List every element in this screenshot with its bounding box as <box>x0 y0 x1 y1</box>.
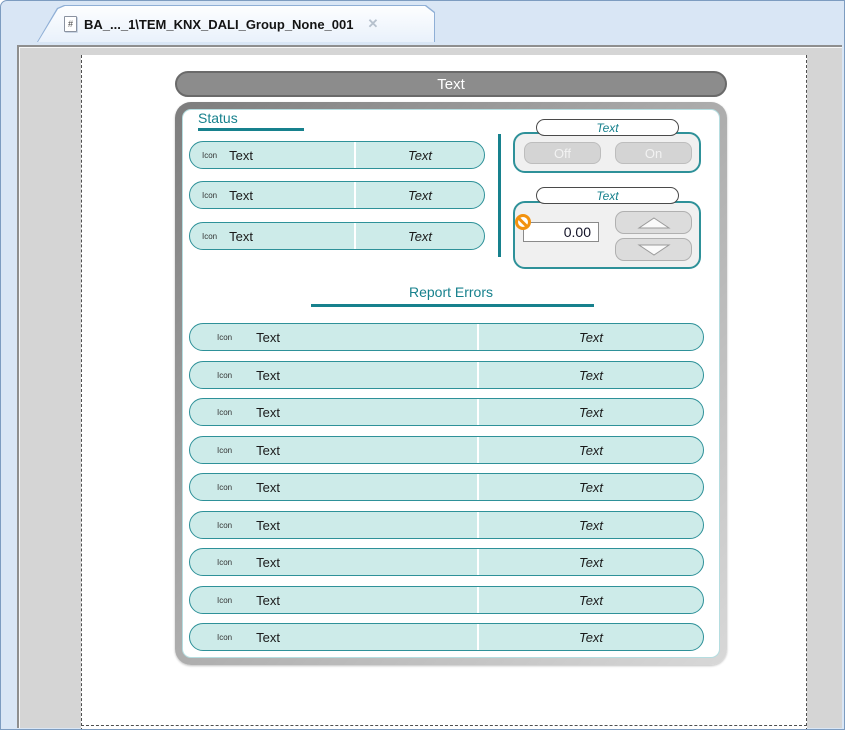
status-row-left: Icon Text <box>190 142 356 168</box>
report-row[interactable]: Icon Text Text <box>189 361 704 389</box>
status-row-icon-placeholder: Icon <box>202 191 217 200</box>
status-section-title: Status <box>198 110 238 126</box>
section-divider <box>498 134 501 257</box>
tab-title: BA_..._1\TEM_KNX_DALI_Group_None_001 <box>84 17 353 32</box>
value-group-title: Text <box>536 187 679 204</box>
template-header[interactable]: Text <box>175 71 727 97</box>
status-row-label: Text <box>229 229 253 244</box>
report-errors-underline <box>311 304 594 307</box>
no-entry-icon <box>515 214 531 230</box>
report-row-label: Text <box>256 593 280 608</box>
report-row-left: Icon Text <box>190 512 479 538</box>
report-row[interactable]: Icon Text Text <box>189 323 704 351</box>
report-row-left: Icon Text <box>190 399 479 425</box>
report-row-icon-placeholder: Icon <box>217 371 232 380</box>
report-row-left: Icon Text <box>190 362 479 388</box>
close-icon[interactable]: ✕ <box>367 16 378 32</box>
document-tab[interactable]: # BA_..._1\TEM_KNX_DALI_Group_None_001 ✕ <box>37 5 435 42</box>
report-row-left: Icon Text <box>190 624 479 650</box>
report-row-icon-placeholder: Icon <box>217 596 232 605</box>
status-row-value: Text <box>356 223 484 249</box>
report-row-value: Text <box>479 549 703 575</box>
report-row-left: Icon Text <box>190 437 479 463</box>
increment-button[interactable] <box>615 211 692 234</box>
report-row-left: Icon Text <box>190 474 479 500</box>
status-row-value: Text <box>356 182 484 208</box>
tab-strip: # BA_..._1\TEM_KNX_DALI_Group_None_001 ✕ <box>1 1 844 46</box>
switch-group-title: Text <box>536 119 679 136</box>
document-icon: # <box>64 16 77 32</box>
status-row[interactable]: Icon Text Text <box>189 181 485 209</box>
status-row[interactable]: Icon Text Text <box>189 141 485 169</box>
report-row-label: Text <box>256 518 280 533</box>
status-row-label: Text <box>229 188 253 203</box>
report-row-left: Icon Text <box>190 324 479 350</box>
report-row-value: Text <box>479 474 703 500</box>
report-row-label: Text <box>256 630 280 645</box>
status-row-value: Text <box>356 142 484 168</box>
report-row-value: Text <box>479 624 703 650</box>
report-row-icon-placeholder: Icon <box>217 483 232 492</box>
report-row-label: Text <box>256 330 280 345</box>
status-row-icon-placeholder: Icon <box>202 232 217 241</box>
report-row[interactable]: Icon Text Text <box>189 473 704 501</box>
report-row-icon-placeholder: Icon <box>217 446 232 455</box>
triangle-up-icon <box>636 217 672 229</box>
report-errors-title: Report Errors <box>175 284 727 300</box>
report-row-left: Icon Text <box>190 587 479 613</box>
document-tab-surface: # BA_..._1\TEM_KNX_DALI_Group_None_001 ✕ <box>38 6 434 42</box>
report-row-label: Text <box>256 368 280 383</box>
status-underline <box>198 128 304 131</box>
report-row-label: Text <box>256 405 280 420</box>
status-row-left: Icon Text <box>190 223 356 249</box>
report-row[interactable]: Icon Text Text <box>189 586 704 614</box>
status-row-icon-placeholder: Icon <box>202 151 217 160</box>
value-input[interactable] <box>523 222 599 242</box>
status-row-label: Text <box>229 148 253 163</box>
report-row-value: Text <box>479 362 703 388</box>
report-row-icon-placeholder: Icon <box>217 558 232 567</box>
on-button[interactable]: On <box>615 142 692 164</box>
off-button[interactable]: Off <box>524 142 601 164</box>
report-row[interactable]: Icon Text Text <box>189 436 704 464</box>
report-row-label: Text <box>256 555 280 570</box>
report-row-icon-placeholder: Icon <box>217 333 232 342</box>
report-row-value: Text <box>479 399 703 425</box>
status-row[interactable]: Icon Text Text <box>189 222 485 250</box>
report-row-value: Text <box>479 437 703 463</box>
report-row-left: Icon Text <box>190 549 479 575</box>
report-row-value: Text <box>479 324 703 350</box>
report-row-label: Text <box>256 480 280 495</box>
status-row-left: Icon Text <box>190 182 356 208</box>
report-row[interactable]: Icon Text Text <box>189 548 704 576</box>
decrement-button[interactable] <box>615 238 692 261</box>
report-row-value: Text <box>479 512 703 538</box>
report-row-icon-placeholder: Icon <box>217 408 232 417</box>
triangle-down-icon <box>636 244 672 256</box>
report-row-icon-placeholder: Icon <box>217 521 232 530</box>
report-row[interactable]: Icon Text Text <box>189 398 704 426</box>
report-row-label: Text <box>256 443 280 458</box>
page-margin-guide-bottom <box>81 725 807 726</box>
report-row-icon-placeholder: Icon <box>217 633 232 642</box>
report-row-value: Text <box>479 587 703 613</box>
report-row[interactable]: Icon Text Text <box>189 623 704 651</box>
report-row[interactable]: Icon Text Text <box>189 511 704 539</box>
